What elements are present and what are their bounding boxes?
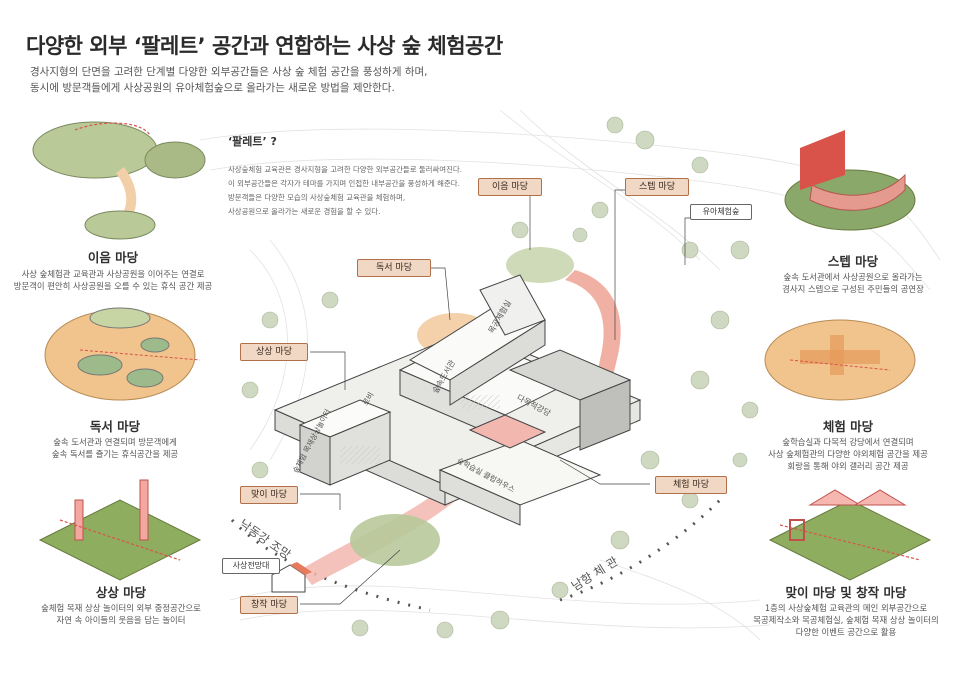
jeonmangdae-roof [290, 562, 312, 575]
trees [241, 116, 759, 639]
ieum-yard [506, 247, 574, 283]
palette-explanation: ‘팔레트’ ? 사상숲체험 교육관은 경사지형을 고려한 다양한 외부공간들로 … [228, 133, 488, 219]
subtitle-line-1: 경사지형의 단면을 고려한 단계별 다양한 외부공간들은 사상 숲 체험 공간을… [30, 66, 428, 78]
dokseo-desc-2: 숲속 독서를 즐기는 휴식공간을 제공 [51, 449, 179, 459]
chehum-desc: 숲학습실과 다목적 강당에서 연결되며 사상 숲체험관의 다양한 야외체험 공간… [738, 436, 958, 472]
majee-desc: 1층의 사상숲체험 교육관의 메인 외부공간으로 목공제작소와 목공체험실, 숲… [736, 602, 956, 638]
majee-desc-1: 1층의 사상숲체험 교육관의 메인 외부공간으로 [764, 603, 928, 613]
tag-changjak: 창작 마당 [240, 596, 298, 614]
palette-line-1: 사상숲체험 교육관은 경사지형을 고려한 다양한 외부공간들로 둘러싸여진다. [228, 165, 463, 174]
tag-sangsang: 상상 마당 [240, 343, 308, 361]
ieum-desc: 사상 숲체험관 교육관과 사상공원을 이어주는 연결로 방문객이 편안히 사상공… [3, 268, 223, 292]
step-title: 스텝 마당 [827, 254, 879, 269]
step-desc-1: 숲속 도서관에서 사상공원으로 올라가는 [783, 272, 923, 282]
tag-majee: 맞이 마당 [240, 486, 298, 504]
vignette-ieum [32, 121, 206, 240]
majee-title: 맞이 마당 및 창작 마당 [785, 585, 907, 600]
palette-title: ‘팔레트’ ? [228, 135, 277, 148]
vignette-sangsang [38, 479, 202, 581]
vignette-dokseo [44, 307, 201, 401]
tag-step: 스텝 마당 [625, 178, 689, 196]
vignette-step [784, 130, 916, 231]
tag-dokseo: 독서 마당 [357, 259, 431, 277]
subtitle-line-2: 동시에 방문객들에게 사상공원의 유아체험숲으로 올라가는 새로운 방법을 제안… [30, 82, 395, 94]
majee-yard [350, 514, 440, 566]
ieum-desc-1: 사상 숲체험관 교육관과 사상공원을 이어주는 연결로 [21, 269, 205, 279]
chehum-desc-2: 사상 숲체험관의 다양한 야외체험 공간을 제공 [768, 449, 928, 459]
majee-desc-2: 목공제작소와 목공체험실, 숲체험 목재 상상 놀이터의 [753, 615, 939, 625]
page-subtitle: 경사지형의 단면을 고려한 단계별 다양한 외부공간들은 사상 숲 체험 공간을… [30, 64, 427, 96]
sangsang-desc-2: 자연 속 아이들의 웃음을 담는 놀이터 [56, 615, 186, 625]
vignette-majee [768, 489, 932, 581]
sangsang-title: 상상 마당 [95, 585, 147, 600]
dokseo-desc: 숲속 도서관과 연결되며 방문객에게 숲속 독서를 즐기는 휴식공간을 제공 [5, 436, 225, 460]
tag-yua: 유아체험숲 [690, 204, 752, 220]
dokseo-desc-1: 숲속 도서관과 연결되며 방문객에게 [53, 437, 177, 447]
palette-line-4: 사상공원으로 올라가는 새로운 경험을 할 수 있다. [228, 207, 381, 216]
sangsang-desc: 숲체험 목재 상상 놀이터의 외부 중정공간으로 자연 속 아이들의 웃음을 담… [11, 602, 231, 626]
tag-jeonmangdae: 사상전망대 [222, 558, 280, 574]
chehum-desc-3: 회랑을 통해 야외 갤러리 공간 제공 [787, 461, 909, 471]
palette-line-2: 이 외부공간들은 각자가 테마를 가지며 인접한 내부공간을 풍성하게 해준다. [228, 179, 460, 188]
chehum-desc-1: 숲학습실과 다목적 강당에서 연결되며 [782, 437, 914, 447]
dokseo-title: 독서 마당 [89, 419, 141, 434]
page-title: 다양한 외부 ‘팔레트’ 공간과 연합하는 사상 숲 체험공간 [26, 34, 503, 58]
tag-ieum: 이음 마당 [478, 178, 542, 196]
dotted-path [230, 498, 722, 612]
tag-chehum: 체험 마당 [655, 476, 727, 494]
step-desc-2: 경사지 스텝으로 구성된 주민들의 공연장 [782, 284, 924, 294]
sangsang-desc-1: 숲체험 목재 상상 놀이터의 외부 중정공간으로 [41, 603, 201, 613]
vignette-chehum [764, 319, 916, 401]
building-massing [273, 274, 642, 526]
jeonmangdae-shelter [271, 564, 306, 593]
ieum-desc-2: 방문객이 편안히 사상공원을 오를 수 있는 휴식 공간 제공 [13, 281, 213, 291]
step-desc: 숲속 도서관에서 사상공원으로 올라가는 경사지 스텝으로 구성된 주민들의 공… [743, 271, 963, 295]
red-stair-path [565, 270, 621, 380]
palette-line-3: 방문객들은 다양한 모습의 사상숲체험 교육관을 체험하며, [228, 193, 406, 202]
chehum-title: 체험 마당 [822, 419, 874, 434]
ieum-title: 이음 마당 [87, 250, 139, 265]
majee-desc-3: 다양한 이벤트 공간으로 활용 [795, 627, 897, 637]
